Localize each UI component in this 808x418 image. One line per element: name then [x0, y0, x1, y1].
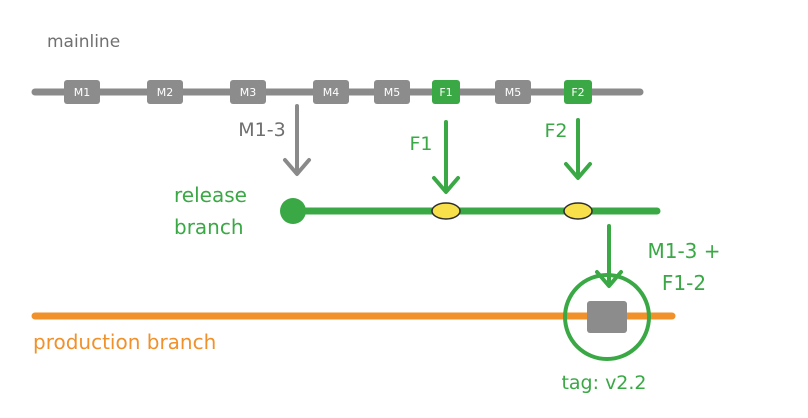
mainline-commit-m2-1: M2: [147, 80, 183, 104]
commit-label: M2: [157, 86, 174, 99]
commit-label: M4: [323, 86, 340, 99]
mainline-label: mainline: [47, 32, 120, 52]
mainline-commit-f1-5: F1: [432, 80, 460, 104]
tag-label: tag: v2.2: [561, 372, 646, 394]
tag-highlight-circle: [563, 273, 651, 361]
mainline-commit-m1-0: M1: [64, 80, 100, 104]
commit-label: M5: [505, 86, 522, 99]
release-branch-label-line1: release: [174, 183, 247, 207]
release-branch-label-line2: branch: [174, 215, 244, 239]
commit-box: [374, 80, 410, 104]
cherry-pick-f1-node: [431, 202, 461, 220]
commit-box: [230, 80, 266, 104]
arrow-f2: [564, 118, 592, 180]
arrow-f2-label: F2: [544, 120, 567, 142]
commit-label: F2: [571, 86, 584, 99]
commit-label: M1: [74, 86, 91, 99]
mainline-commit-m4-3: M4: [313, 80, 349, 104]
commit-box: [495, 80, 531, 104]
mainline-commit-m3-2: M3: [230, 80, 266, 104]
release-commit-box: [587, 301, 627, 333]
release-branch-start-node: [280, 198, 306, 224]
mainline-commit-m5-6: M5: [495, 80, 531, 104]
mainline-commits: M1 M2 M3 M4 M5 F1 M5 F2: [64, 80, 592, 104]
commit-label: M3: [240, 86, 257, 99]
commit-box: [432, 80, 460, 104]
production-branch-label: production branch: [33, 330, 216, 354]
commit-label: M5: [384, 86, 401, 99]
arrow-m1-3-label: M1-3: [238, 119, 285, 141]
arrow-m1-3: [283, 104, 311, 176]
cherry-pick-f2-node: [563, 202, 593, 220]
commit-label: F1: [439, 86, 452, 99]
commit-box: [64, 80, 100, 104]
arrow-f1: [432, 120, 460, 194]
mainline-commit-m5-4: M5: [374, 80, 410, 104]
mainline-commit-f2-7: F2: [564, 80, 592, 104]
commit-box: [313, 80, 349, 104]
merge-label-line1: M1-3 +: [647, 239, 720, 263]
commit-box: [564, 80, 592, 104]
commit-box: [147, 80, 183, 104]
merge-label-line2: F1-2: [662, 271, 706, 295]
arrow-f1-label: F1: [409, 133, 432, 155]
